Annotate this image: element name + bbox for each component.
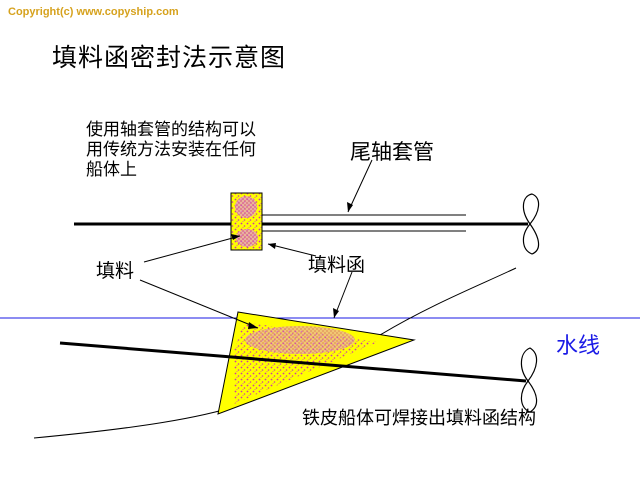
lower-packing-arrowhead (248, 322, 258, 329)
lower-packing-dense (245, 326, 355, 354)
packing-box-arrow (267, 243, 317, 257)
stern-tube-label: 尾轴套管 (350, 140, 434, 164)
note-line-2: 用传统方法安装在任何 (86, 140, 256, 160)
upper-packing-upper (235, 196, 257, 218)
lower-propeller-icon (520, 347, 538, 413)
upper-packing-arrow (143, 235, 241, 263)
stern-tube-arrow (347, 159, 373, 213)
upper-packing-lower (236, 229, 258, 247)
upper-packing-arrowhead (231, 234, 240, 240)
stern-tube-arrowhead (347, 202, 353, 212)
installation-note: 使用轴套管的结构可以 用传统方法安装在任何 船体上 (86, 120, 256, 180)
waterline-label: 水线 (556, 334, 601, 359)
upper-propeller-icon (522, 193, 540, 255)
note-line-1: 使用轴套管的结构可以 (86, 120, 256, 140)
iron-hull-label: 铁皮船体可焊接出填料函结构 (302, 408, 536, 429)
packing-box-label: 填料函 (308, 254, 366, 276)
page-title: 填料函密封法示意图 (52, 43, 287, 72)
lower-box-arrowhead (333, 308, 339, 318)
copyright-text: Copyright(c) www.copyship.com (8, 6, 179, 18)
note-line-3: 船体上 (86, 160, 137, 180)
lower-packing-arrow (139, 279, 259, 329)
packing-box-arrowhead (268, 243, 276, 249)
packing-label: 填料 (96, 260, 135, 282)
lower-shaft (59, 341, 527, 383)
